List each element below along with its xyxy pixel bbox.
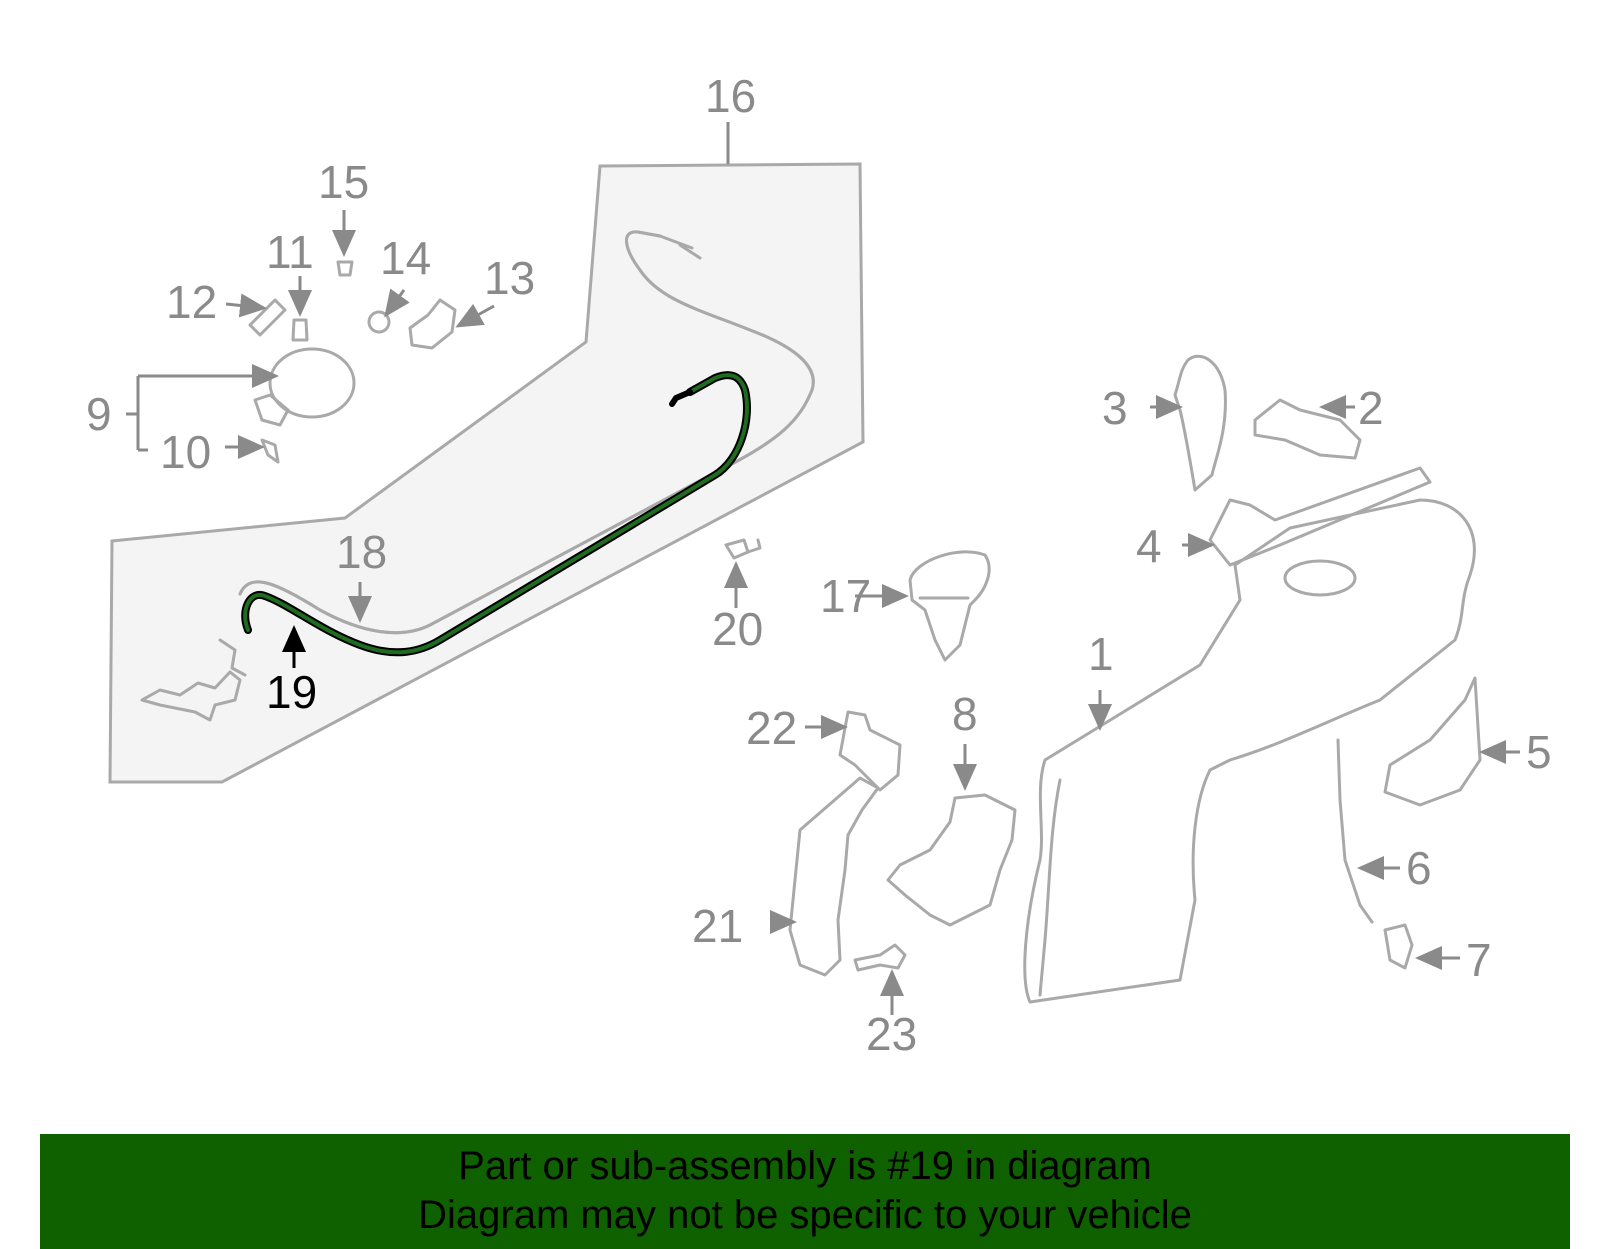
banner-line-disclaimer: Diagram may not be specific to your vehi… <box>418 1193 1192 1237</box>
info-banner: Part or sub-assembly is #19 in diagram D… <box>40 1134 1570 1249</box>
callout-13: 13 <box>484 252 535 304</box>
bolt-12 <box>248 298 287 337</box>
screw-20 <box>724 538 762 560</box>
callout-17: 17 <box>820 570 871 622</box>
callout-5: 5 <box>1526 726 1552 778</box>
callout-15: 15 <box>318 156 369 208</box>
callout-10: 10 <box>160 426 211 478</box>
banner-line-part: Part or sub-assembly is #19 in diagram <box>458 1144 1152 1188</box>
panel-3 <box>1173 354 1227 492</box>
callout-1: 1 <box>1088 628 1114 680</box>
bumper-11 <box>291 318 309 342</box>
weatherstrip-6 <box>1336 738 1374 924</box>
grommet-14 <box>367 310 391 334</box>
callout-4: 4 <box>1136 520 1162 572</box>
callout-7: 7 <box>1466 934 1492 986</box>
callout-12: 12 <box>166 276 217 328</box>
nut-15 <box>336 260 354 277</box>
clip-7 <box>1383 923 1414 970</box>
latch-bracket <box>140 638 247 722</box>
callout-20: 20 <box>712 603 763 655</box>
bolt-23 <box>853 943 907 972</box>
parts-diagram: 16 15 11 14 13 12 9 10 18 19 20 17 3 2 4… <box>86 70 1552 1060</box>
callout-6: 6 <box>1406 842 1432 894</box>
callout-23: 23 <box>866 1008 917 1060</box>
brace-21 <box>788 776 880 977</box>
callout-11: 11 <box>266 226 314 278</box>
callout-8: 8 <box>952 688 978 740</box>
callout-19: 19 <box>266 666 317 718</box>
callout-2: 2 <box>1358 382 1384 434</box>
gutter-4 <box>1208 466 1432 567</box>
quarter-panel-1 <box>1023 498 1476 1004</box>
callout-9: 9 <box>86 388 112 440</box>
lock-13 <box>408 298 457 350</box>
callout-18: 18 <box>336 526 387 578</box>
bracket-8 <box>886 793 1017 927</box>
callout-14: 14 <box>380 232 431 284</box>
clip-22 <box>838 710 902 792</box>
clip-17 <box>908 550 991 662</box>
bracket-2 <box>1253 398 1362 460</box>
callout-22: 22 <box>746 702 797 754</box>
clip-10 <box>260 438 280 464</box>
liner-5 <box>1383 676 1482 807</box>
callout-21: 21 <box>692 900 743 952</box>
callout-16: 16 <box>705 70 756 122</box>
leader-arrows <box>126 122 1520 1015</box>
callout-3: 3 <box>1102 382 1128 434</box>
